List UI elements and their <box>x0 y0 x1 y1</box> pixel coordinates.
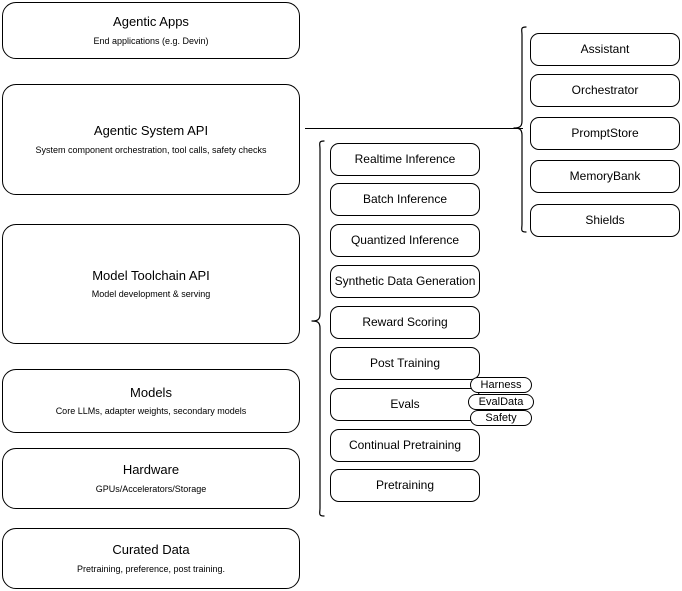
component-label: MemoryBank <box>569 169 641 183</box>
layer-subtitle: GPUs/Accelerators/Storage <box>95 483 207 494</box>
layer-subtitle: Model development & serving <box>91 289 211 299</box>
layer-box-agentic-apps[interactable]: Agentic Apps End applications (e.g. Devi… <box>2 2 300 59</box>
layer-title: Model Toolchain API <box>92 267 210 283</box>
capability-box-quantized-inference[interactable]: Quantized Inference <box>330 224 480 257</box>
capability-box-pretraining[interactable]: Pretraining <box>330 469 480 502</box>
capability-box-synthetic-data-generation[interactable]: Synthetic Data Generation <box>330 265 480 298</box>
capability-label: Reward Scoring <box>362 315 448 329</box>
capability-box-reward-scoring[interactable]: Reward Scoring <box>330 306 480 339</box>
component-box-orchestrator[interactable]: Orchestrator <box>530 74 680 107</box>
capability-label: Post Training <box>369 356 441 370</box>
capability-box-evals[interactable]: Evals <box>330 388 480 421</box>
capability-label: Quantized Inference <box>350 233 460 247</box>
layer-box-agentic-system-api[interactable]: Agentic System API System component orch… <box>2 84 300 195</box>
component-label: Assistant <box>580 42 630 56</box>
brace-system-components <box>513 26 527 233</box>
eval-badge-label: Safety <box>485 412 517 424</box>
layer-subtitle: System component orchestration, tool cal… <box>35 144 267 155</box>
layer-box-curated-data[interactable]: Curated Data Pretraining, preference, po… <box>2 528 300 589</box>
brace-toolchain-capabilities <box>311 140 325 517</box>
component-box-promptstore[interactable]: PromptStore <box>530 117 680 150</box>
capability-box-realtime-inference[interactable]: Realtime Inference <box>330 143 480 176</box>
layer-title: Hardware <box>122 462 180 478</box>
capability-label: Synthetic Data Generation <box>334 274 476 288</box>
component-label: PromptStore <box>571 126 639 140</box>
capability-label: Realtime Inference <box>354 152 456 166</box>
capability-label: Pretraining <box>375 478 435 492</box>
capability-box-continual-pretraining[interactable]: Continual Pretraining <box>330 429 480 462</box>
layer-subtitle: Pretraining, preference, post training. <box>76 563 226 574</box>
component-label: Shields <box>585 213 625 227</box>
component-box-memorybank[interactable]: MemoryBank <box>530 160 680 193</box>
eval-badge-label: EvalData <box>478 396 524 408</box>
capability-box-batch-inference[interactable]: Batch Inference <box>330 183 480 216</box>
component-box-shields[interactable]: Shields <box>530 204 680 237</box>
capability-label: Evals <box>390 397 420 411</box>
eval-badge-harness[interactable]: Harness <box>470 377 532 393</box>
component-label: Orchestrator <box>571 83 639 97</box>
eval-badge-safety[interactable]: Safety <box>470 410 532 426</box>
connector-system-api-to-components <box>305 128 523 129</box>
layer-title: Models <box>130 384 172 400</box>
layer-subtitle: Core LLMs, adapter weights, secondary mo… <box>55 406 247 416</box>
eval-badge-evaldata[interactable]: EvalData <box>468 394 534 410</box>
capability-label: Continual Pretraining <box>348 438 462 452</box>
capability-label: Batch Inference <box>362 192 448 206</box>
layer-box-models[interactable]: Models Core LLMs, adapter weights, secon… <box>2 369 300 433</box>
layer-title: Curated Data <box>112 542 190 558</box>
layer-box-model-toolchain-api[interactable]: Model Toolchain API Model development & … <box>2 224 300 344</box>
component-box-assistant[interactable]: Assistant <box>530 33 680 66</box>
layer-subtitle: End applications (e.g. Devin) <box>93 35 209 46</box>
capability-box-post-training[interactable]: Post Training <box>330 347 480 380</box>
eval-badge-label: Harness <box>480 379 522 391</box>
layer-title: Agentic System API <box>93 123 209 139</box>
layer-box-hardware[interactable]: Hardware GPUs/Accelerators/Storage <box>2 448 300 509</box>
layer-title: Agentic Apps <box>113 14 189 30</box>
